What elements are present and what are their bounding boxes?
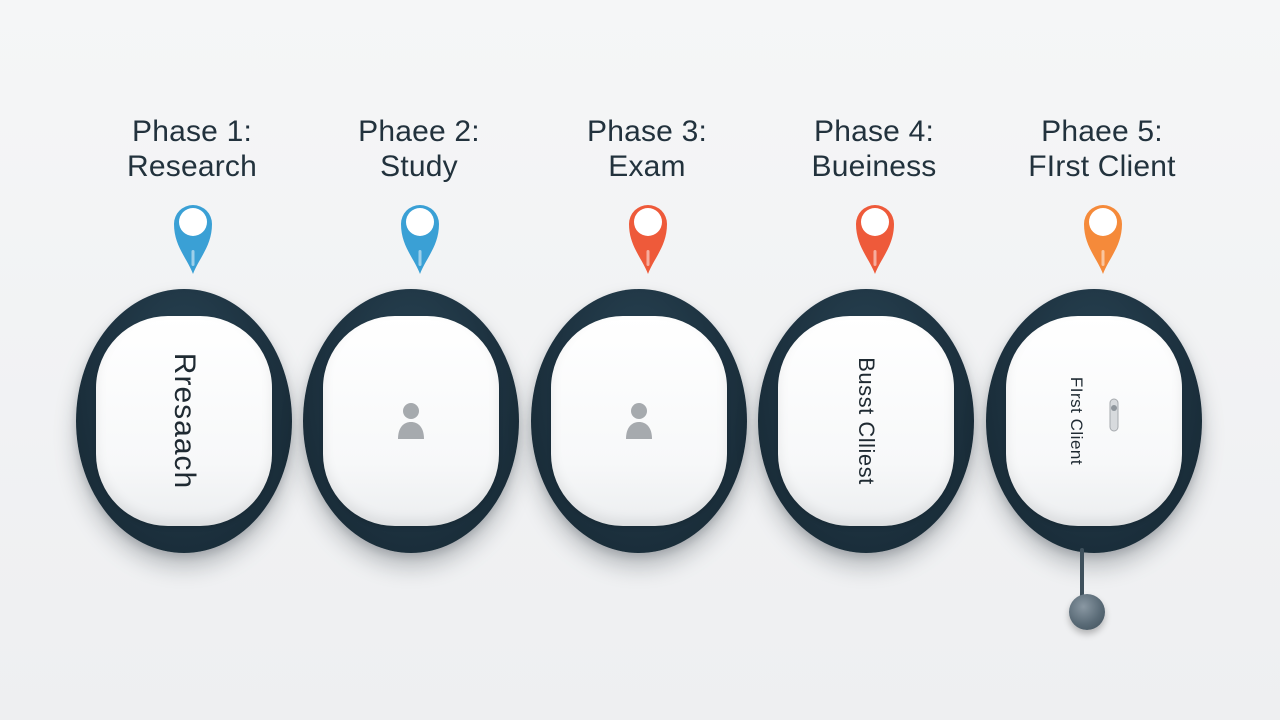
phase-2-title-line2: Study: [380, 150, 458, 183]
phase-4-ring: Busst Clliest: [758, 289, 974, 553]
pin-shape: [856, 204, 894, 274]
phase-5-title-line2: FIrst Client: [1028, 150, 1176, 183]
phase-3-title: Phase 3: Exam: [527, 114, 767, 184]
phase-1-card-label: Rresaach: [168, 352, 201, 490]
pin-shape: [401, 204, 439, 274]
phase-4-card[interactable]: Busst Clliest: [778, 316, 954, 526]
phase-4-title-line1: Phase 4:: [813, 115, 935, 148]
location-pin-icon: [1080, 198, 1126, 278]
pin-shape: [174, 204, 212, 274]
phase-4-card-label: Busst Clliest: [854, 357, 879, 485]
phase-5: Phaee 5: FIrst Client FIrst Client: [982, 0, 1222, 720]
phase-2-card[interactable]: [323, 316, 499, 526]
phase-1-ring: Rresaach: [76, 289, 292, 553]
phase-2-title: Phaee 2: Study: [299, 114, 539, 184]
phase-4-title-line2: Bueiness: [811, 150, 937, 183]
phase-2-title-line1: Phaee 2:: [358, 115, 480, 148]
phase-5-title: Phaee 5: FIrst Client: [982, 114, 1222, 184]
location-pin-icon: [170, 198, 216, 278]
phase-3: Phase 3: Exam: [527, 0, 767, 720]
phase-4: Phase 4: Bueiness Busst Clliest: [754, 0, 994, 720]
phase-1-title: Phase 1: Research: [72, 114, 312, 184]
location-pin-icon: [625, 198, 671, 278]
phase-1-title-line1: Phase 1:: [131, 115, 253, 148]
location-pin-icon: [852, 198, 898, 278]
location-pin-icon: [397, 198, 443, 278]
person-icon: [626, 403, 652, 439]
phase-3-ring: [531, 289, 747, 553]
pin-shape: [1084, 204, 1122, 274]
phase-3-card[interactable]: [551, 316, 727, 526]
pin-shape: [629, 204, 667, 274]
phase-2: Phaee 2: Study: [299, 0, 539, 720]
phase-2-ring: [303, 289, 519, 553]
person-icon: [398, 403, 424, 439]
phase-5-ring: FIrst Client: [986, 289, 1202, 553]
phase-5-card[interactable]: FIrst Client: [1006, 316, 1182, 526]
phase-1-title-line2: Research: [127, 150, 257, 183]
phase-3-title-line2: Exam: [608, 150, 686, 183]
end-connector-stem: [1080, 548, 1084, 606]
phase-5-card-label: FIrst Client: [1067, 376, 1087, 466]
end-connector-knob[interactable]: [1069, 594, 1105, 630]
phase-1: Phase 1: Research Rresaach: [72, 0, 312, 720]
phase-3-title-line1: Phase 3:: [586, 115, 708, 148]
toggle-icon: [1109, 398, 1119, 432]
phase-4-title: Phase 4: Bueiness: [754, 114, 994, 184]
phase-1-card[interactable]: Rresaach: [96, 316, 272, 526]
phase-5-title-line1: Phaee 5:: [1041, 115, 1163, 148]
